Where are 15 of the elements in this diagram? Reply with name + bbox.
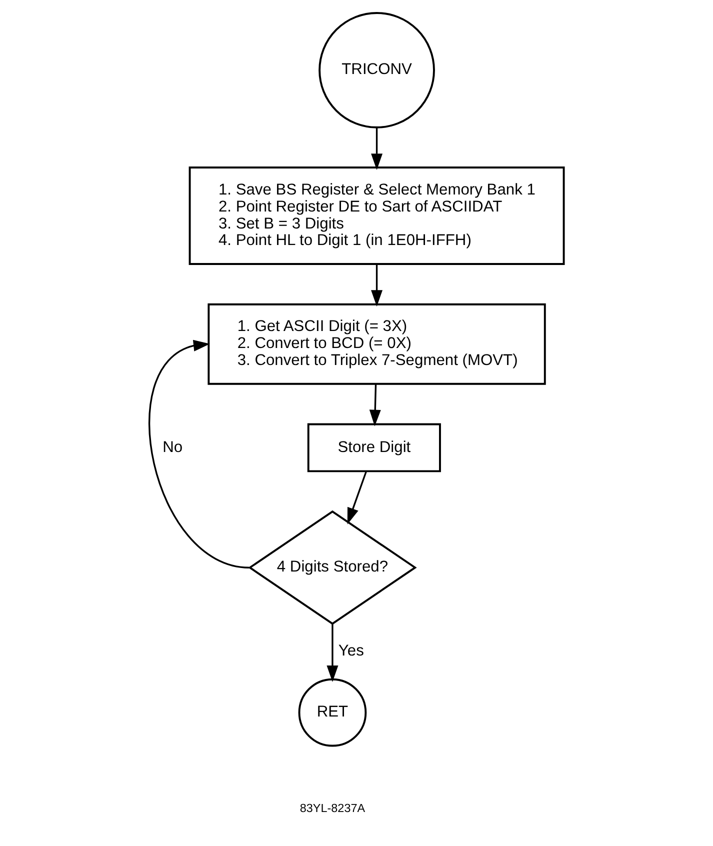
- node-diamond: 4 Digits Stored?: [248, 510, 417, 625]
- node-circle: RET: [298, 678, 367, 747]
- arrow: [347, 471, 367, 524]
- arrow: [371, 264, 383, 307]
- arrow: [369, 384, 381, 426]
- label: 83YL-8237A: [300, 802, 366, 816]
- arrow: [326, 624, 338, 682]
- node-box: 1. Get ASCII Digit (= 3X) 2. Convert to BCD (= 0X) 3. Convert to Triplex 7-Segment (MOVT): [208, 303, 546, 385]
- node-box: Store Digit: [307, 423, 441, 472]
- edge-label: Yes: [338, 642, 364, 660]
- edge-label: No: [162, 438, 183, 456]
- arrow: [371, 127, 383, 170]
- node-box: 1. Save BS Register & Select Memory Bank 1 2. Point Register DE to Sart of ASCIIDAT 3. Set B = 3 Digits 4. Point HL to Digit 1 (in 1E0H-IFFH): [188, 166, 565, 265]
- arrow: [148, 340, 250, 568]
- node-circle: TRICONV: [318, 12, 435, 128]
